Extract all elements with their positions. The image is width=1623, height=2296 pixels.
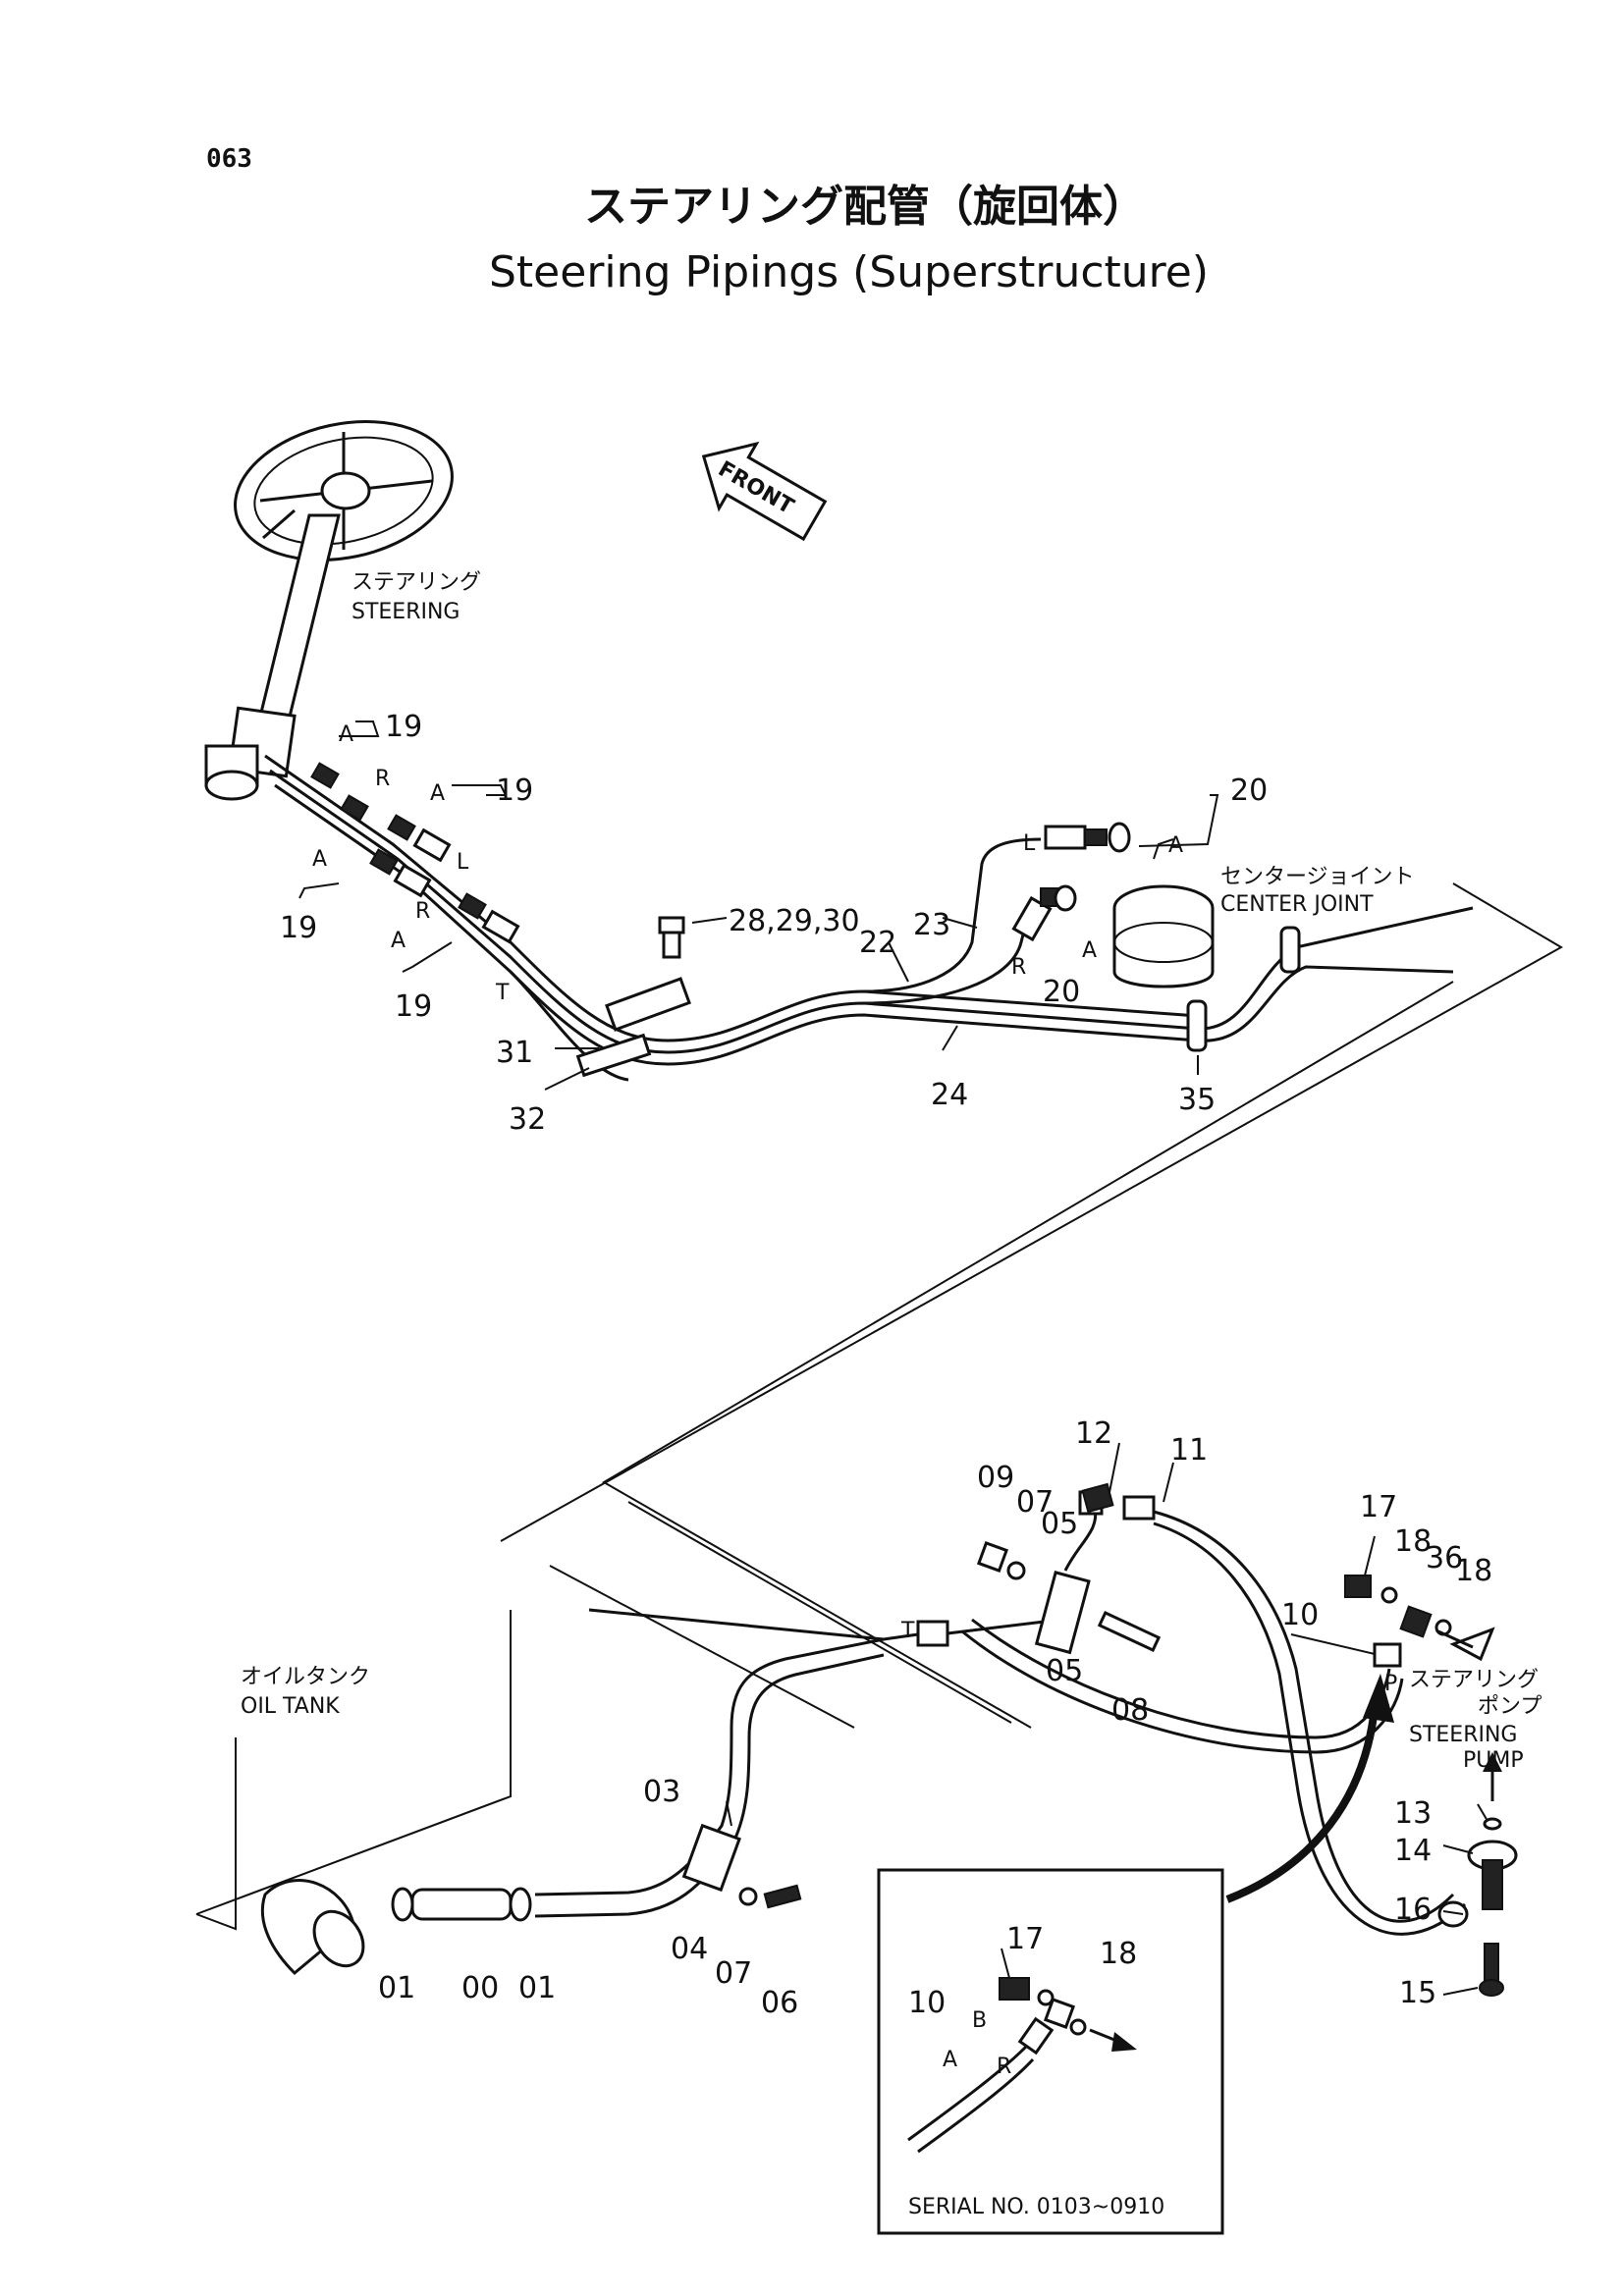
callout-07: 07 [1016,1485,1054,1520]
callout-14: 14 [1394,1834,1432,1868]
callout-16: 16 [1394,1893,1432,1927]
callout-19: 19 [496,774,533,808]
port-a: A [339,722,353,747]
inset-callout-18: 18 [1100,1937,1137,1971]
callout-03: 03 [643,1775,680,1809]
callout-01: 01 [518,1971,556,2005]
pump-lines [588,1482,1467,1936]
port-letters: A R A A L R A T L A R A T P B A R [312,722,1397,2079]
callout-00: 00 [461,1971,499,2005]
frame-outline [500,882,1564,1729]
direction-arrow [1225,1627,1495,1903]
oil-tank [195,1610,512,1976]
callout-01: 01 [378,1971,415,2005]
steering-pump-parts [1437,1752,1518,1997]
title-english: Steering Pipings (Superstructure) [489,247,1209,297]
callout-08: 08 [1111,1693,1149,1728]
callout-07: 07 [715,1956,752,1991]
callout-32: 32 [509,1102,546,1137]
inset-callout-17: 17 [1006,1922,1044,1956]
port-a: A [430,781,445,806]
callout-24: 24 [931,1078,968,1112]
callout-19: 19 [395,989,432,1024]
callout-13: 13 [1394,1796,1432,1831]
port-r: R [415,899,430,924]
leader-lines [298,721,1488,1996]
callout-22: 22 [859,926,896,960]
callout-31: 31 [496,1036,533,1070]
port-a: A [312,847,327,872]
center-joint [1112,884,1215,988]
port-t: T [495,981,510,1005]
steering-pump-label-en2: PUMP [1463,1748,1524,1773]
steering-wheel [234,420,454,561]
callout-35: 35 [1178,1083,1216,1117]
port-r: R [1011,955,1026,980]
fittings-upper [310,762,1131,944]
callout-06: 06 [761,1986,798,2020]
steering-column [204,513,341,801]
steering-pump-label-en1: STEERING [1409,1723,1517,1747]
clamp-35 [1186,999,1208,1052]
upper-pipe-bundle [264,754,1474,1082]
port-a: A [391,929,406,953]
callout-19: 19 [385,710,422,744]
inset-port-r: R [997,2055,1011,2079]
inset-port-a: A [943,2048,957,2072]
callout-05: 05 [1046,1654,1083,1688]
serial-note: SERIAL NO. 0103~0910 [908,2195,1164,2219]
steering-label-en: STEERING [352,600,460,624]
suction-line [391,1637,885,1922]
port-r: R [375,767,390,791]
callout-05: 05 [1041,1507,1078,1541]
port-l: L [457,850,469,875]
callout-19: 19 [280,911,317,945]
serial-inset [877,1868,1224,2235]
callout-20: 20 [1043,975,1080,1009]
callout-23: 23 [913,908,950,942]
callout-04: 04 [671,1932,708,1966]
port-t: T [900,1619,915,1643]
callout-18: 18 [1455,1554,1492,1588]
callout-18: 18 [1394,1524,1432,1559]
callout-11: 11 [1170,1433,1208,1468]
callout-20: 20 [1230,774,1268,808]
callout-17: 17 [1360,1490,1397,1524]
callout-12: 12 [1075,1416,1112,1451]
front-arrow: FRONT [701,441,828,542]
callout-15: 15 [1399,1976,1436,2010]
callout-10: 10 [1281,1598,1319,1632]
port-a: A [1082,938,1097,963]
steering-pump-label-jp1: ステアリング [1409,1668,1539,1692]
inset-port-b: B [972,2008,987,2033]
inset-callout-10: 10 [908,1986,946,2020]
center-joint-label-en: CENTER JOINT [1220,892,1374,917]
clamp-center [1279,926,1301,974]
callout-28-29-30: 28,29,30 [729,904,860,938]
port-a: A [1168,833,1183,858]
title-japanese: ステアリング配管（旋回体） [584,182,1146,232]
page-number: 063 [206,144,252,174]
oil-tank-label-en: OIL TANK [241,1694,340,1719]
steering-label-jp: ステアリング [352,570,481,595]
steering-pump-label-jp2: ポンプ [1478,1694,1542,1719]
port-p: P [1384,1672,1397,1696]
oil-tank-label-jp: オイルタンク [241,1665,370,1689]
callout-36: 36 [1426,1541,1463,1575]
clamp-assembly [575,916,691,1078]
callout-09: 09 [977,1461,1014,1495]
port-l: L [1023,831,1036,856]
center-joint-label-jp: センタージョイント [1220,865,1415,889]
callouts: 19 19 19 19 20 20 28,29,30 22 23 24 31 3… [280,710,1492,2020]
